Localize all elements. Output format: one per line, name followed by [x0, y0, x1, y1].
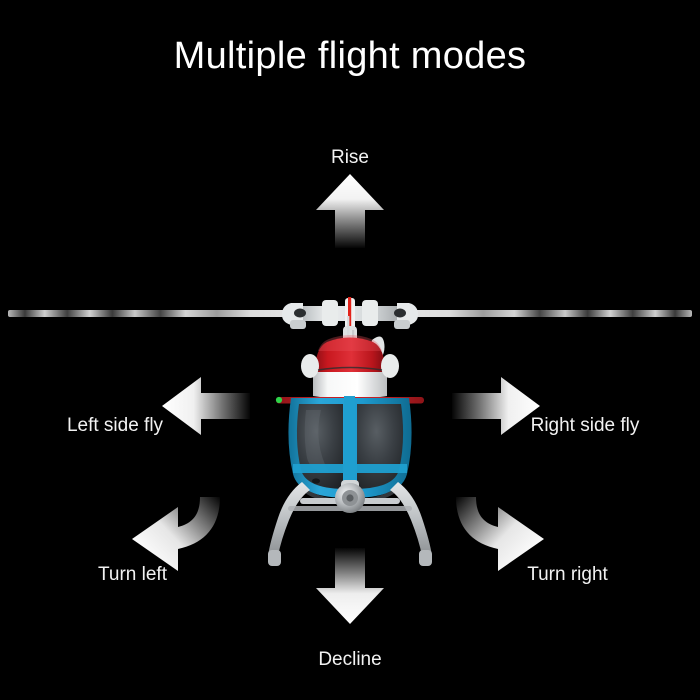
mode-label-rise: Rise: [330, 147, 369, 168]
curved-arrow-right-icon: [456, 497, 544, 571]
main-rotor-blades: [8, 310, 692, 317]
arrow-down-icon: [316, 548, 384, 624]
arrow-up-icon: [316, 174, 384, 248]
page-title: Multiple flight modes: [173, 35, 527, 77]
fuselage: [301, 335, 399, 399]
arrow-right-icon: [452, 377, 540, 435]
nav-light: [275, 396, 283, 404]
mode-label-right-side-fly: Right side fly: [530, 415, 640, 436]
curved-arrow-left-icon: [132, 497, 220, 571]
mode-label-decline: Decline: [318, 649, 382, 670]
arrow-left-icon: [162, 377, 250, 435]
mode-label-turn-right: Turn right: [527, 564, 608, 585]
landing-skids: [268, 480, 432, 566]
mode-label-left-side-fly: Left side fly: [66, 415, 164, 436]
mode-label-turn-left: Turn left: [98, 564, 167, 585]
